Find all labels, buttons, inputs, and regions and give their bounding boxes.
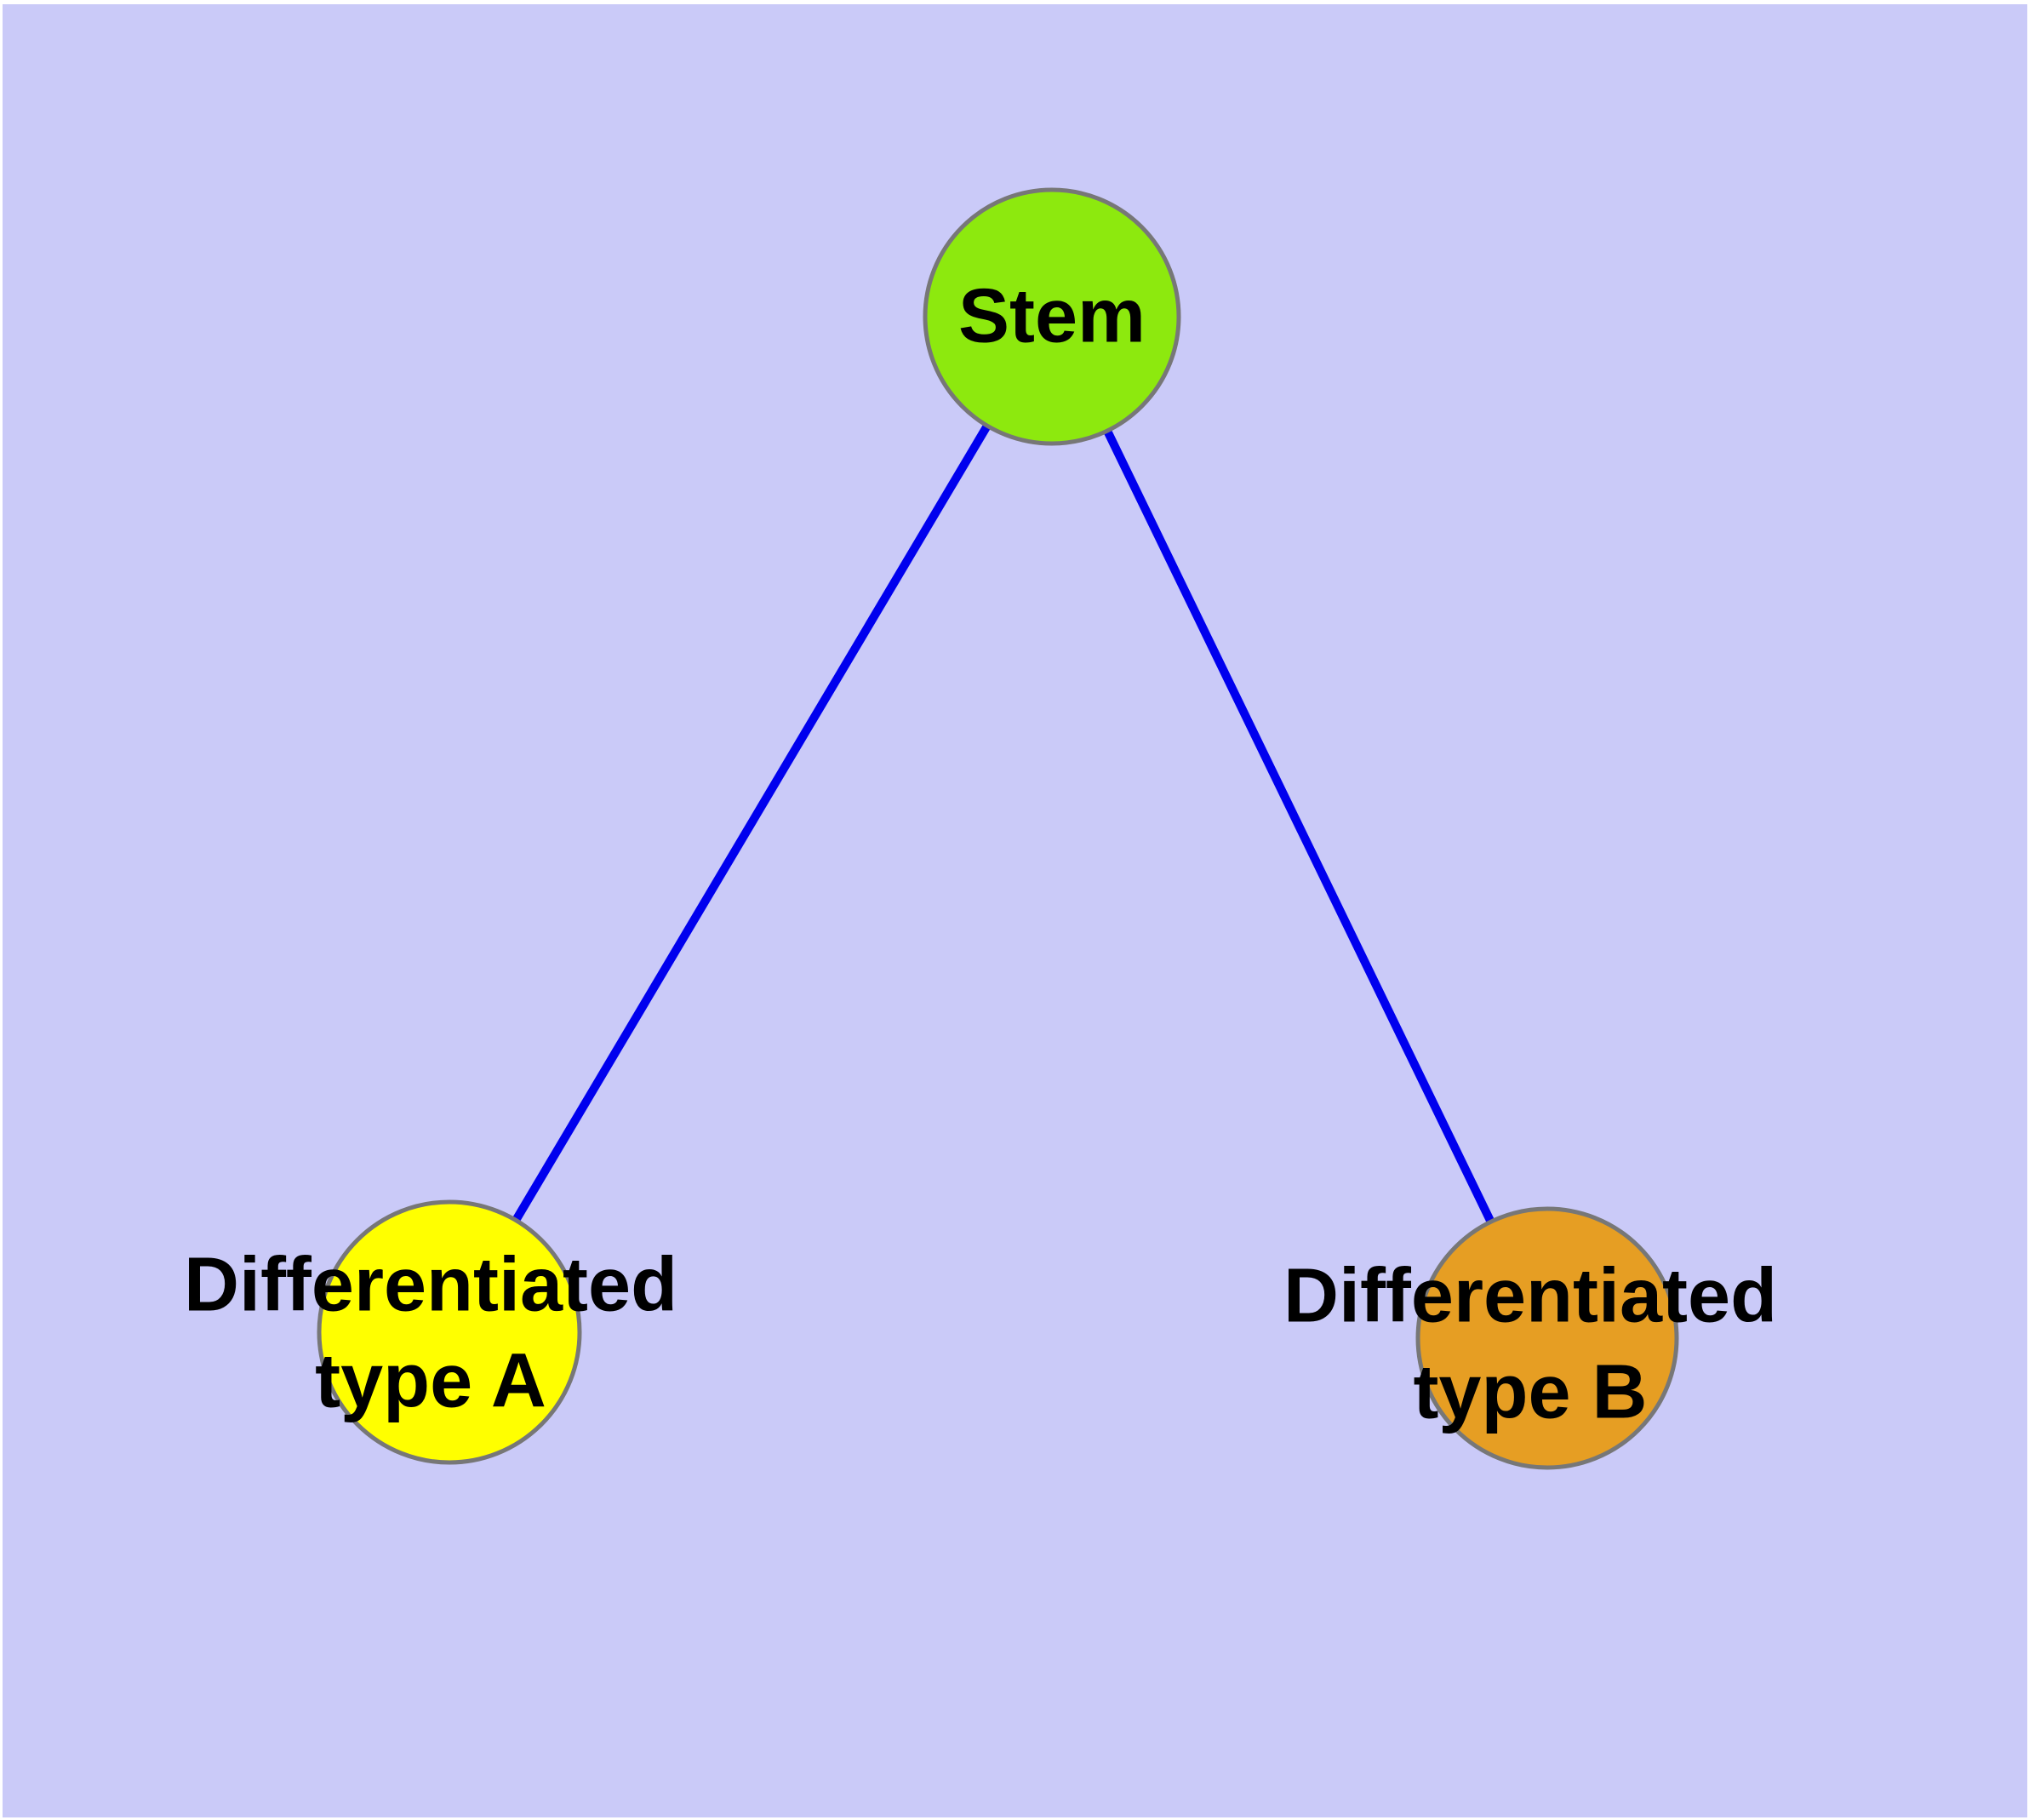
- node-differentiated-type-b-label: Differentiated type B: [1283, 1253, 1778, 1435]
- edge-stem-to-type-a: [445, 314, 1056, 1335]
- node-differentiated-type-b[interactable]: [1415, 1206, 1679, 1470]
- node-stem[interactable]: [923, 187, 1181, 446]
- edge-stem-to-type-b: [1048, 314, 1552, 1341]
- node-differentiated-type-a-label: Differentiated type A: [183, 1242, 678, 1424]
- node-stem-label: Stem: [957, 273, 1146, 359]
- node-differentiated-type-a[interactable]: [317, 1199, 582, 1465]
